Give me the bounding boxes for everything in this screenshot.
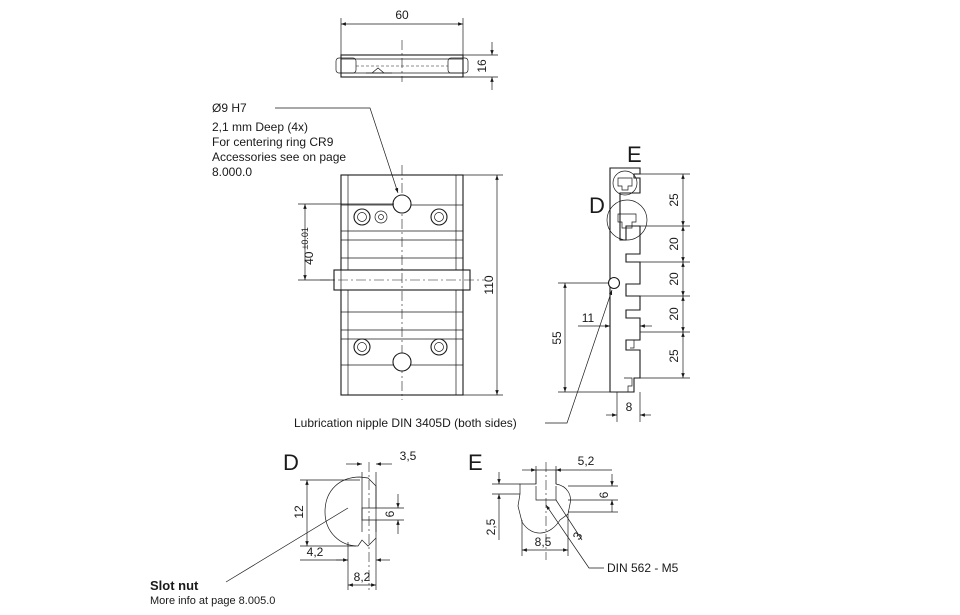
dim-110-label: 110 — [482, 275, 496, 294]
detail-e-marker-icon — [612, 170, 638, 196]
bore-note-line2: 2,1 mm Deep (4x) — [212, 120, 308, 134]
screw-head-icon — [430, 338, 448, 356]
screw-head-icon — [353, 208, 371, 226]
detail-e-dim-8-5: 8,5 — [535, 535, 552, 549]
top-view: 60 16 — [335, 8, 498, 90]
dim-55-label: 55 — [550, 331, 564, 345]
detail-e: E 5,2 6 2,5 8,5 3 DIN 562 - M5 — [468, 450, 679, 575]
lubrication-nipple-icon — [607, 276, 621, 290]
top-height-label: 16 — [475, 59, 489, 73]
dim-11-label: 11 — [582, 311, 595, 325]
pitch-label: 20 — [667, 237, 681, 251]
detail-e-dim-6: 6 — [597, 491, 611, 498]
din-note: DIN 562 - M5 — [607, 561, 679, 575]
front-view: Ø9 H7 2,1 mm Deep (4x) For centering rin… — [212, 101, 503, 400]
detail-d-dim-6: 6 — [383, 510, 397, 517]
detail-e-dim-3: 3 — [570, 529, 586, 542]
pitch-label: 25 — [667, 193, 681, 207]
detail-d-marker-icon — [606, 199, 648, 241]
detail-d-dim-8-2: 8,2 — [354, 570, 371, 584]
lubrication-note: Lubrication nipple DIN 3405D (both sides… — [294, 416, 517, 430]
bore-note-line4: Accessories see on page — [212, 150, 346, 164]
detail-d: D 3,5 12 6 4,2 8,2 — [225, 449, 417, 590]
bore-note-line3: For centering ring CR9 — [212, 135, 334, 149]
slot-nut-note: Slot nut More info at page 8.005.0 — [150, 578, 275, 607]
pitch-label: 20 — [667, 307, 681, 321]
detail-e-dim-2-5: 2,5 — [484, 518, 498, 535]
detail-d-dim-12: 12 — [292, 505, 306, 519]
centering-bore-icon — [392, 352, 412, 372]
detail-d-dim-3-5: 3,5 — [400, 449, 417, 463]
slot-nut-info: More info at page 8.005.0 — [150, 595, 275, 607]
bore-note-line5: 8.000.0 — [212, 165, 252, 179]
screw-head-icon — [353, 338, 371, 356]
screw-head-icon — [430, 208, 448, 226]
centering-bore-icon — [392, 194, 412, 214]
pitch-label: 20 — [667, 272, 681, 286]
side-label-d: D — [589, 193, 605, 218]
detail-e-dim-5-2: 5,2 — [578, 454, 595, 468]
detail-d-dim-4-2: 4,2 — [307, 545, 324, 559]
side-view: 25 20 20 20 25 55 11 8 E D Lubrication n… — [294, 142, 690, 430]
slot-nut-title: Slot nut — [150, 578, 199, 593]
detail-e-label: E — [468, 450, 483, 475]
top-width-label: 60 — [395, 8, 409, 22]
bore-note-line1: Ø9 H7 — [212, 101, 247, 115]
side-label-e: E — [627, 142, 642, 167]
detail-d-label: D — [283, 450, 299, 475]
pitch-label: 25 — [667, 349, 681, 363]
lubrication-nipple-icon — [374, 210, 388, 224]
dim-8-label: 8 — [626, 400, 633, 414]
dim-40-label: 40±0.01 — [300, 227, 316, 265]
